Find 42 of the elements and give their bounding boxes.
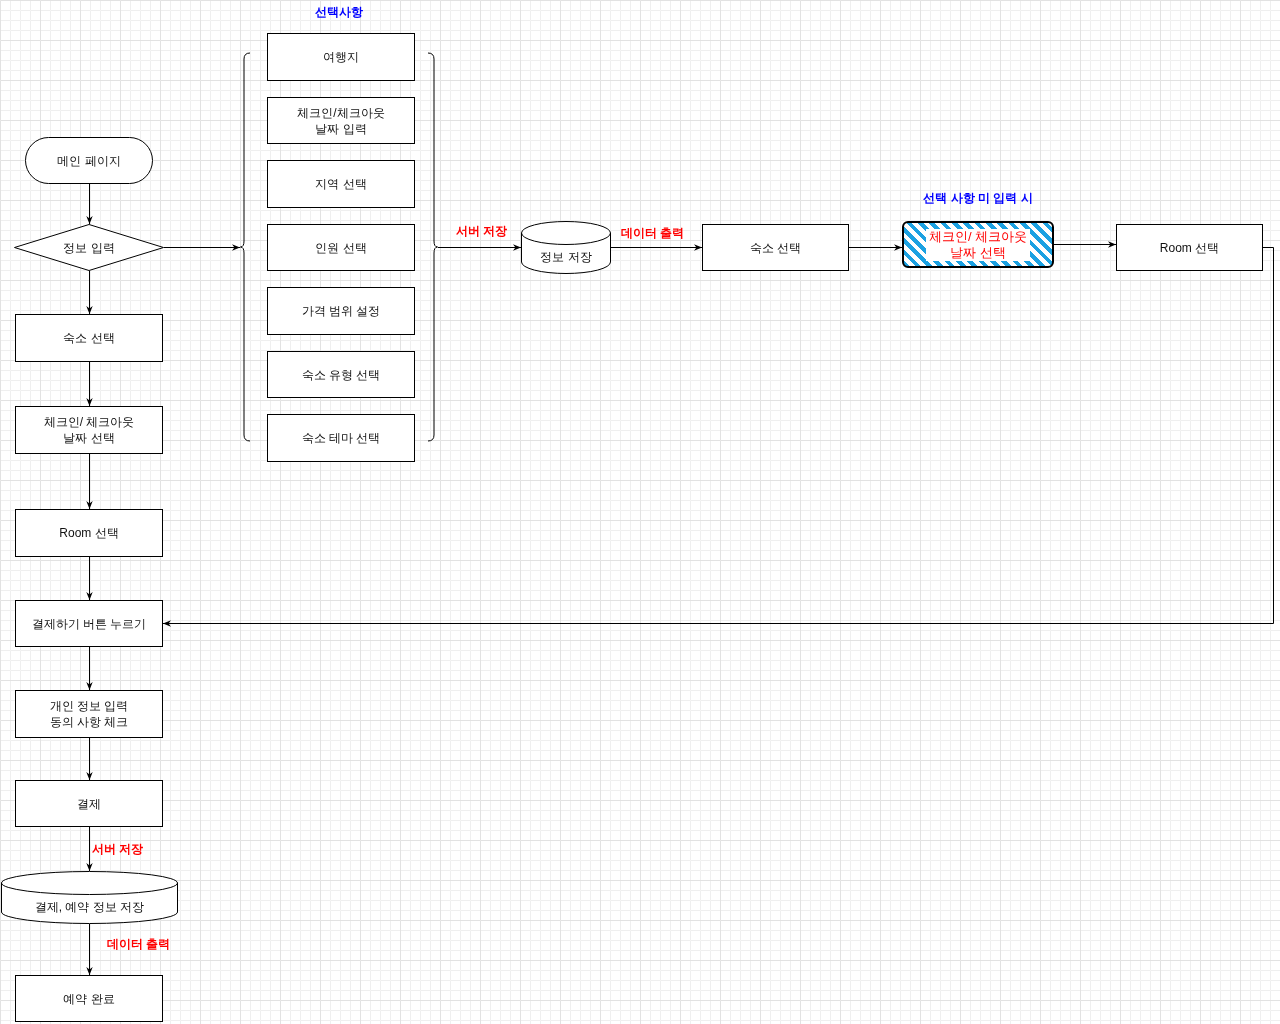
edge-label: 데이터 출력 <box>621 226 685 240</box>
process-box: 개인 정보 입력 동의 사항 체크 <box>15 690 163 738</box>
option-box: 숙소 테마 선택 <box>267 414 415 462</box>
arrow <box>848 244 903 251</box>
start-terminal: 메인 페이지 <box>25 137 153 184</box>
database-cylinder: 결제, 예약 정보 저장 <box>1 871 178 924</box>
edge-label: 서버 저장 <box>92 842 144 856</box>
arrow <box>86 453 93 510</box>
option-box: 지역 선택 <box>267 160 415 208</box>
process-box: 숙소 선택 <box>15 314 163 362</box>
arrow <box>437 244 522 251</box>
process-box: 숙소 선택 <box>702 224 849 271</box>
edge-label: 데이터 출력 <box>107 937 171 951</box>
arrow <box>86 737 93 781</box>
arrow <box>162 247 1274 627</box>
process-box: 결제하기 버튼 누르기 <box>15 600 163 647</box>
condition-note: 선택 사항 미 입력 시 <box>923 190 1033 206</box>
group-heading: 선택사항 <box>315 4 363 20</box>
process-box: 체크인/ 체크아웃 날짜 선택 <box>15 406 163 454</box>
option-box: 숙소 유형 선택 <box>267 351 415 398</box>
option-box: 인원 선택 <box>267 224 415 271</box>
option-box: 가격 범위 설정 <box>267 287 415 335</box>
arrow <box>86 826 93 872</box>
decision-diamond: 정보 입력 <box>14 224 164 271</box>
arrow <box>610 244 703 251</box>
process-box: 예약 완료 <box>15 975 163 1022</box>
edge-label: 서버 저장 <box>456 224 508 238</box>
process-box: Room 선택 <box>15 509 163 557</box>
arrow <box>86 270 93 315</box>
arrow <box>86 361 93 407</box>
arrow <box>86 923 93 976</box>
arrow <box>86 556 93 601</box>
arrow <box>1053 241 1117 248</box>
option-box: 체크인/체크아웃 날짜 입력 <box>267 97 415 144</box>
arrow <box>86 646 93 691</box>
arrow <box>163 244 241 251</box>
process-box: 결제 <box>15 780 163 827</box>
arrow <box>86 183 93 225</box>
process-box: Room 선택 <box>1116 224 1263 271</box>
box-label: 체크인/ 체크아웃 날짜 선택 <box>926 228 1030 261</box>
option-box: 여행지 <box>267 33 415 81</box>
database-cylinder: 정보 저장 <box>521 221 611 274</box>
